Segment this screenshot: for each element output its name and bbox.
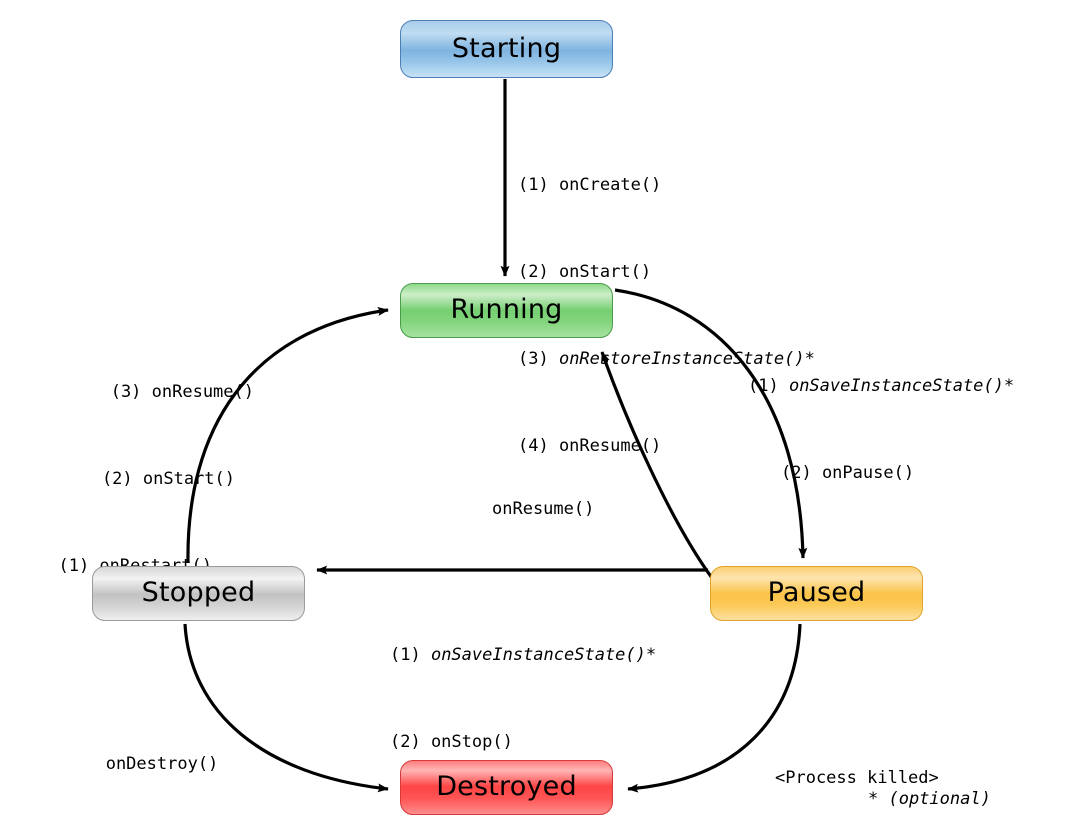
edge-label-line: (3) onResume() bbox=[110, 382, 254, 402]
edge-label-paused-to-running: onResume() bbox=[492, 437, 594, 582]
edge-label-line: (2) onStart() bbox=[518, 262, 652, 282]
edge-label-line: (3) onRestoreInstanceState()* bbox=[518, 345, 815, 374]
edge-label-index: (3) bbox=[518, 349, 559, 369]
edge-label-paused-to-stopped: (1) onSaveInstanceState()* (2) onStop() bbox=[390, 583, 656, 815]
state-node-running[interactable]: Running bbox=[400, 283, 613, 338]
state-label-stopped: Stopped bbox=[141, 577, 256, 608]
edge-label-line: (2) onPause() bbox=[781, 463, 915, 483]
edge-label-line: (1) onSaveInstanceState()* bbox=[390, 641, 656, 670]
edge-stopped-to-destroyed bbox=[183, 623, 389, 793]
edge-running-to-paused bbox=[614, 288, 808, 559]
edge-label-line: (1) onCreate() bbox=[518, 175, 662, 195]
state-node-paused[interactable]: Paused bbox=[710, 566, 923, 621]
edge-label-optional-call: onSaveInstanceState()* bbox=[788, 376, 1015, 396]
edge-label-stopped-to-destroyed: onDestroy() or <Process killed> bbox=[62, 702, 262, 829]
edge-label-index: (1) bbox=[748, 376, 789, 396]
edge-paused-to-running bbox=[600, 351, 714, 579]
state-node-stopped[interactable]: Stopped bbox=[92, 566, 305, 621]
edge-label-line: onDestroy() bbox=[105, 754, 219, 774]
edge-label-paused-to-destroyed: <Process killed> bbox=[775, 706, 939, 829]
edge-label-line: (4) onResume() bbox=[518, 436, 662, 456]
edge-label-optional-call: onSaveInstanceState()* bbox=[430, 645, 657, 665]
optional-footnote: * (optional) bbox=[868, 785, 991, 814]
edge-label-line: (1) onSaveInstanceState()* bbox=[748, 372, 1014, 401]
state-node-starting[interactable]: Starting bbox=[400, 20, 613, 78]
optional-footnote-mark: * bbox=[868, 789, 889, 809]
state-node-destroyed[interactable]: Destroyed bbox=[400, 760, 613, 815]
state-label-paused: Paused bbox=[767, 577, 866, 608]
edge-label-optional-call: onRestoreInstanceState()* bbox=[558, 349, 815, 369]
edge-stopped-to-running bbox=[186, 306, 389, 564]
state-label-starting: Starting bbox=[451, 32, 562, 64]
edge-label-starting-to-running: (1) onCreate() (2) onStart() (3) onResto… bbox=[518, 113, 815, 519]
edge-label-line: (2) onStart() bbox=[101, 469, 235, 489]
edge-label-index: (1) bbox=[390, 645, 431, 665]
state-label-destroyed: Destroyed bbox=[436, 771, 577, 802]
edge-label-line: (2) onStop() bbox=[390, 732, 513, 752]
edge-paused-to-destroyed bbox=[627, 623, 802, 793]
optional-footnote-text: (optional) bbox=[888, 789, 991, 809]
edge-label-line: onResume() bbox=[492, 499, 595, 519]
edge-label-line: <Process killed> bbox=[775, 768, 939, 788]
state-label-running: Running bbox=[450, 294, 563, 325]
edge-label-running-to-paused: (1) onSaveInstanceState()* (2) onPause() bbox=[748, 314, 1014, 546]
